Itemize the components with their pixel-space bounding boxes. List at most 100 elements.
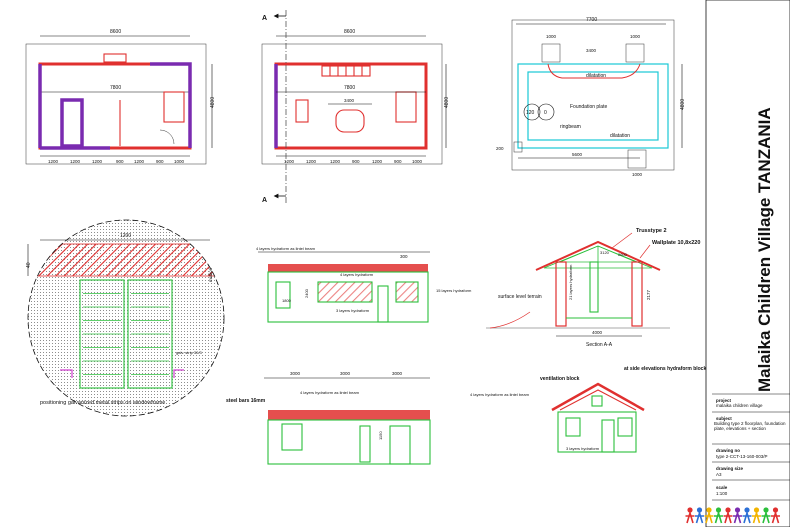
front-bottom-label: 3 layers hydraform: [336, 308, 370, 313]
plan2-inner-dim: 7800: [344, 85, 355, 91]
title-block: Malaika Children Village TANZANIA projec…: [685, 0, 790, 527]
logo-figure-body: [695, 510, 704, 524]
front-beam-label: 4 layers hydraform as lintel beam: [256, 246, 316, 251]
front-d1: 2400: [304, 288, 309, 298]
truss-label: Trusstype 2: [636, 228, 667, 234]
window-strip-label: galv. strip 30/3: [176, 350, 202, 355]
project-label: project: [716, 398, 732, 403]
foundation-bottom-dim: 5600: [572, 152, 583, 157]
logo-figure-body: [761, 510, 771, 524]
plan2-dim-f: 900: [394, 159, 402, 164]
wallplate-label: Wallplate 10,8x220: [652, 240, 700, 246]
size-label: drawing size: [716, 466, 744, 471]
logo-figure-body: [714, 510, 723, 524]
plan1-dim-f: 900: [156, 159, 164, 164]
children-logo: [685, 507, 780, 524]
logo-figure-body: [685, 510, 695, 524]
foundation-depth-dim: 4800: [680, 99, 686, 110]
foundation-box-dim: 1000: [632, 172, 643, 177]
logo-figure-head: [715, 507, 722, 513]
plan2-dim-d: 900: [352, 159, 360, 164]
side-beam-label: 4 layers hydraform as lintel beam: [470, 392, 530, 397]
section-aa: Trusstype 2 Wallplate 10,8x220 surface l…: [486, 228, 700, 348]
plan1-inner-dim: 7800: [110, 85, 121, 91]
plan1-dim-c: 1200: [92, 159, 103, 164]
plan2-dim-g: 1000: [412, 159, 423, 164]
logo-figure-body: [733, 510, 742, 524]
rear-beam-label: 4 layers hydraform as lintel beam: [300, 390, 360, 395]
foundation-top-right-dim: 1000: [630, 34, 641, 39]
front-d2: 1800: [282, 298, 292, 303]
plan1-depth-dim: 4800: [210, 97, 216, 108]
section-top-dim: 3120: [600, 250, 610, 255]
section-mark-top: A: [262, 15, 267, 22]
window-side-dim: 40: [26, 262, 32, 268]
project-value: malaika children village: [716, 403, 763, 408]
logo-figure-head: [772, 507, 779, 513]
logo-figure-head: [753, 507, 760, 513]
rear-dim-1: 3000: [290, 371, 301, 376]
bubble-right: 0: [544, 110, 547, 116]
plan1-dim-b: 1200: [70, 159, 81, 164]
logo-figure-body: [723, 510, 733, 524]
plan2-dim-b: 1200: [306, 159, 317, 164]
logo-figure-head: [696, 507, 703, 513]
label-dilatation-top: dilatation: [586, 73, 606, 79]
logo-figure-body: [742, 510, 752, 524]
vent-label: ventilation block: [540, 376, 580, 382]
foundation-plan: 7700 1000 3400 1000 dilatation Foundatio…: [496, 17, 686, 177]
label-dilatation-bottom: dilatation: [610, 133, 630, 139]
section-side-dim: 2600: [618, 252, 628, 257]
plan2-dim-e: 1200: [372, 159, 383, 164]
foundation-side-dim: 200: [496, 146, 504, 151]
label-ringbeam: ringbeam: [560, 124, 581, 130]
logo-figure-body: [752, 510, 761, 524]
front-right-label: 15 layers hydraform: [436, 288, 472, 293]
plan1-width-dim: 8600: [110, 29, 121, 35]
section-left-inner: 21 layers hydraform: [568, 264, 573, 300]
bubble-left: 120: [526, 110, 535, 116]
section-caption: Section A-A: [586, 342, 613, 348]
scale-label: scale: [716, 485, 728, 490]
floorplan-2: 8600 3400 7800 4800 1200 1200 1200 900 1…: [261, 10, 450, 205]
rear-dim-3: 3000: [392, 371, 403, 376]
plan1-dim-d: 900: [116, 159, 124, 164]
section-height-dim: 2177: [646, 289, 651, 300]
plan1-dim-a: 1200: [48, 159, 59, 164]
foundation-width-dim: 7700: [586, 17, 597, 23]
logo-figure-body: [704, 510, 714, 524]
plan2-table-dim: 3400: [344, 98, 355, 103]
drawing-no-value: type 2-CCT-13-160-003/P: [716, 454, 768, 459]
section-width-dim: 4000: [592, 330, 603, 335]
plan1-dim-g: 1000: [174, 159, 185, 164]
side-note-label: at side elevations hydraform blocks up t…: [624, 366, 776, 372]
plan1-dim-e: 1200: [134, 159, 145, 164]
side-elevation: 4 layers hydraform as lintel beam ventil…: [470, 366, 776, 453]
window-detail: 1200 40 mullion galv. strip 30/3 positio…: [26, 219, 225, 417]
window-top-dim: 1200: [120, 233, 131, 239]
logo-figure-head: [706, 507, 712, 513]
logo-figure-head: [763, 507, 769, 513]
front-elevation: 4 layers hydraform as lintel beam 300 4 …: [256, 246, 472, 323]
subject-label: subject: [716, 416, 732, 421]
size-value: A3: [716, 472, 722, 477]
plan2-depth-dim: 4800: [444, 97, 450, 108]
logo-figure-head: [725, 507, 731, 513]
rear-elevation: 3000 3000 3000 4 layers hydraform as lin…: [226, 371, 431, 465]
window-right-label: mullion: [208, 267, 213, 282]
foundation-top-left-dim: 1000: [546, 34, 557, 39]
rear-dim-2: 3000: [340, 371, 351, 376]
subject-value: Building type 2 floorplan, foundation pl…: [714, 421, 786, 431]
section-mark-bottom: A: [262, 197, 267, 204]
logo-figure-head: [687, 507, 693, 513]
ground-label: surface level terrain: [498, 294, 542, 300]
window-caption: positioning galvanized metal strips on w…: [40, 400, 165, 406]
floorplan-1: 8600 7800 4800 1200 1200 1200 900 1200 9…: [25, 29, 216, 165]
logo-figure-body: [771, 510, 780, 524]
foundation-top-mid-dim: 3400: [586, 48, 597, 53]
plan2-dim-a: 1200: [284, 159, 295, 164]
vertical-title: Malaika Children Village TANZANIA: [755, 107, 774, 392]
side-bottom-label: 3 layers hydraform: [566, 446, 600, 451]
rear-d1: 1150: [378, 431, 383, 440]
